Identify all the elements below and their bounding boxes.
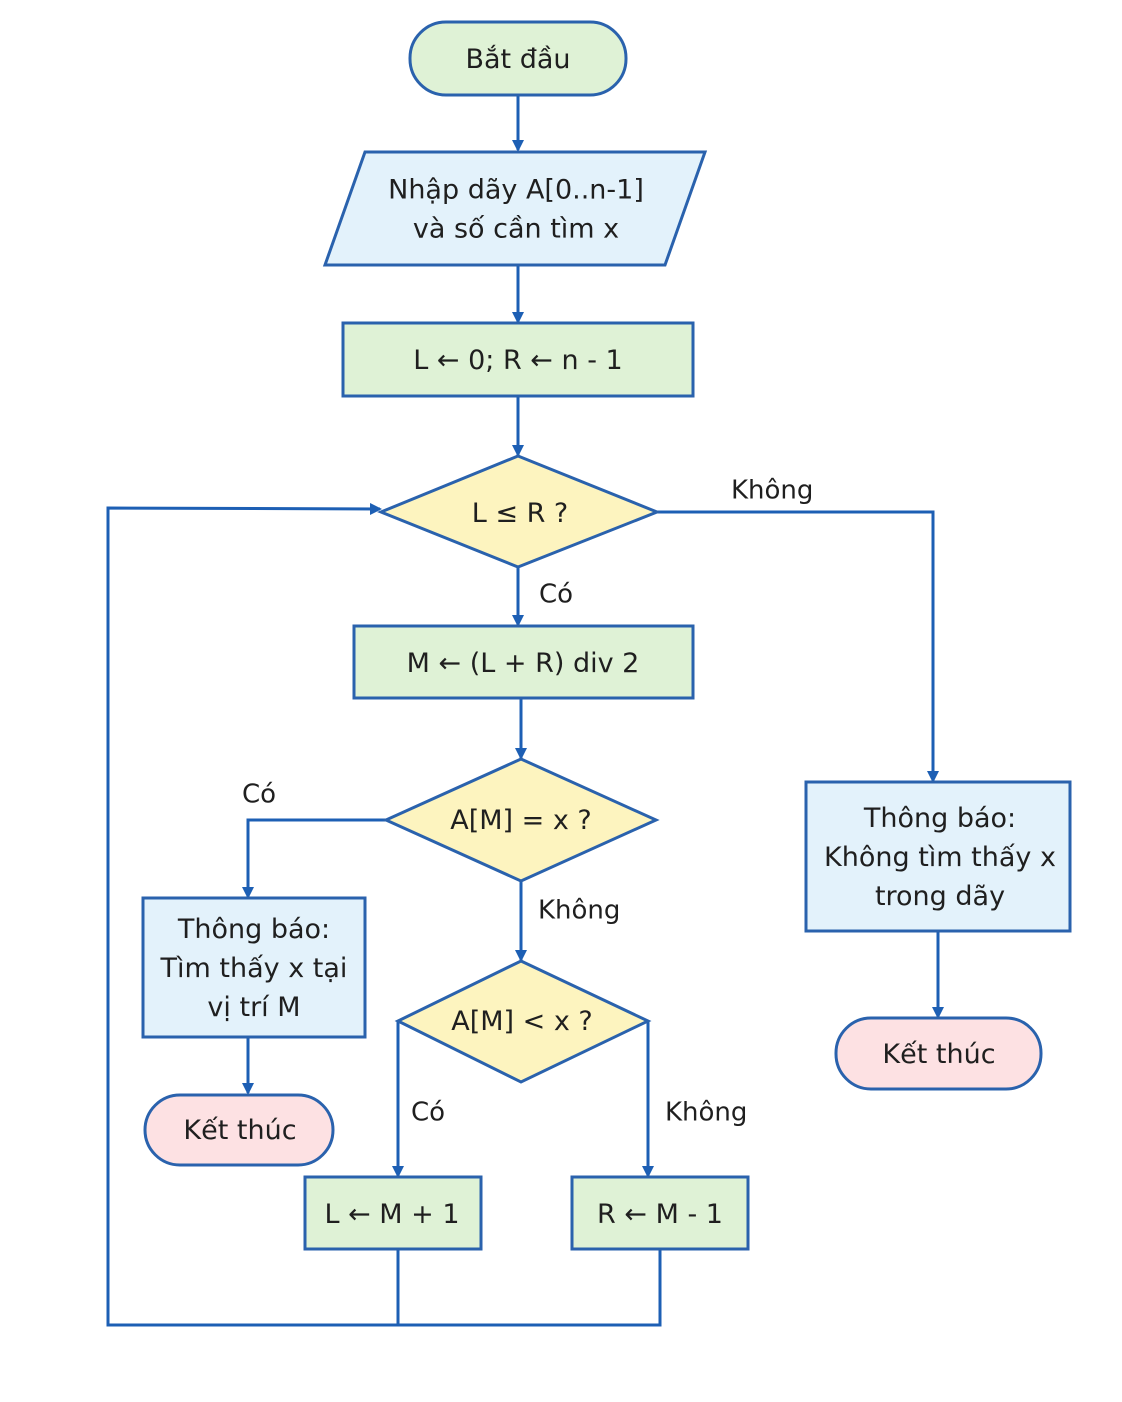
found-msg-line-3: vị trí M bbox=[207, 992, 300, 1023]
move-right-text: R ← M - 1 bbox=[597, 1199, 723, 1230]
move-left-process-box bbox=[303, 1175, 483, 1251]
terminal-end-notfound-shape bbox=[834, 1016, 1043, 1091]
node-condition-loop: L ≤ R ? bbox=[377, 454, 662, 569]
move-right-line-1: R ← M - 1 bbox=[597, 1199, 723, 1230]
node-end-found: Kết thúc bbox=[143, 1093, 335, 1167]
move-left-line-1: L ← M + 1 bbox=[324, 1199, 459, 1230]
notfound-message-box bbox=[804, 780, 1072, 933]
node-found-message: Thông báo: Tìm thấy x tại vị trí M bbox=[141, 896, 367, 1039]
start-text: Bắt đầu bbox=[465, 44, 570, 75]
edge-labels: Không Có Có Không Có Không bbox=[242, 476, 813, 1128]
end-found-line-1: Kết thúc bbox=[183, 1115, 296, 1146]
node-mid: M ← (L + R) div 2 bbox=[352, 624, 695, 700]
start-line-1: Bắt đầu bbox=[465, 44, 570, 75]
cond-less-text: A[M] < x ? bbox=[451, 1006, 593, 1037]
mid-text: M ← (L + R) div 2 bbox=[407, 648, 640, 679]
notfound-msg-text: Thông báo: Không tìm thấy x trong dãy bbox=[824, 803, 1056, 912]
label-less-no: Không bbox=[665, 1098, 747, 1128]
init-line-1: L ← 0; R ← n - 1 bbox=[413, 345, 622, 376]
init-process-box bbox=[341, 321, 695, 398]
init-text: L ← 0; R ← n - 1 bbox=[413, 345, 622, 376]
end-found-text: Kết thúc bbox=[183, 1115, 296, 1146]
edges bbox=[106, 95, 944, 1327]
notfound-msg-line-1: Thông báo: bbox=[863, 803, 1016, 834]
found-msg-line-1: Thông báo: bbox=[177, 914, 330, 945]
label-loop-yes: Có bbox=[539, 580, 573, 610]
found-message-box bbox=[141, 896, 367, 1039]
label-less-yes: Có bbox=[411, 1098, 445, 1128]
cond-less-line-1: A[M] < x ? bbox=[451, 1006, 593, 1037]
node-init: L ← 0; R ← n - 1 bbox=[341, 321, 695, 398]
input-line-2: và số cần tìm x bbox=[413, 213, 619, 244]
node-condition-less: A[M] < x ? bbox=[394, 959, 652, 1084]
node-notfound-message: Thông báo: Không tìm thấy x trong dãy bbox=[804, 780, 1072, 933]
terminal-end-found-shape bbox=[143, 1093, 335, 1167]
input-parallelogram bbox=[322, 150, 708, 267]
mid-process-box bbox=[352, 624, 695, 700]
edge-condition-no-to-notfound bbox=[657, 510, 939, 783]
edge-loop-back-to-condition bbox=[106, 508, 662, 1327]
label-equal-yes: Có bbox=[242, 780, 276, 810]
label-loop-no: Không bbox=[731, 476, 813, 506]
end-notfound-text: Kết thúc bbox=[882, 1039, 995, 1070]
node-condition-equal: A[M] = x ? bbox=[382, 757, 660, 883]
loop-decision-diamond bbox=[377, 454, 662, 569]
terminal-start-shape bbox=[408, 20, 628, 97]
cond-equal-line-1: A[M] = x ? bbox=[450, 805, 592, 836]
node-input: Nhập dãy A[0..n-1] và số cần tìm x bbox=[322, 150, 708, 267]
input-text: Nhập dãy A[0..n-1] và số cần tìm x bbox=[388, 174, 644, 244]
cond-equal-text: A[M] = x ? bbox=[450, 805, 592, 836]
input-line-1: Nhập dãy A[0..n-1] bbox=[388, 174, 644, 205]
node-end-notfound: Kết thúc bbox=[834, 1016, 1043, 1091]
notfound-msg-line-2: Không tìm thấy x bbox=[824, 842, 1056, 873]
move-left-text: L ← M + 1 bbox=[324, 1199, 459, 1230]
node-start: Bắt đầu bbox=[408, 20, 628, 97]
found-msg-text: Thông báo: Tìm thấy x tại vị trí M bbox=[160, 914, 348, 1023]
edge-equal-yes-to-found bbox=[242, 818, 386, 899]
node-move-right: R ← M - 1 bbox=[570, 1175, 750, 1251]
equal-decision-diamond bbox=[382, 757, 660, 883]
end-notfound-line-1: Kết thúc bbox=[882, 1039, 995, 1070]
mid-line-1: M ← (L + R) div 2 bbox=[407, 648, 640, 679]
label-equal-no: Không bbox=[538, 896, 620, 926]
less-decision-diamond bbox=[394, 959, 652, 1084]
notfound-msg-line-3: trong dãy bbox=[875, 881, 1005, 912]
cond-loop-text: L ≤ R ? bbox=[472, 498, 569, 529]
cond-loop-line-1: L ≤ R ? bbox=[472, 498, 569, 529]
move-right-process-box bbox=[570, 1175, 750, 1251]
found-msg-line-2: Tìm thấy x tại bbox=[160, 953, 348, 984]
node-move-left: L ← M + 1 bbox=[303, 1175, 483, 1251]
